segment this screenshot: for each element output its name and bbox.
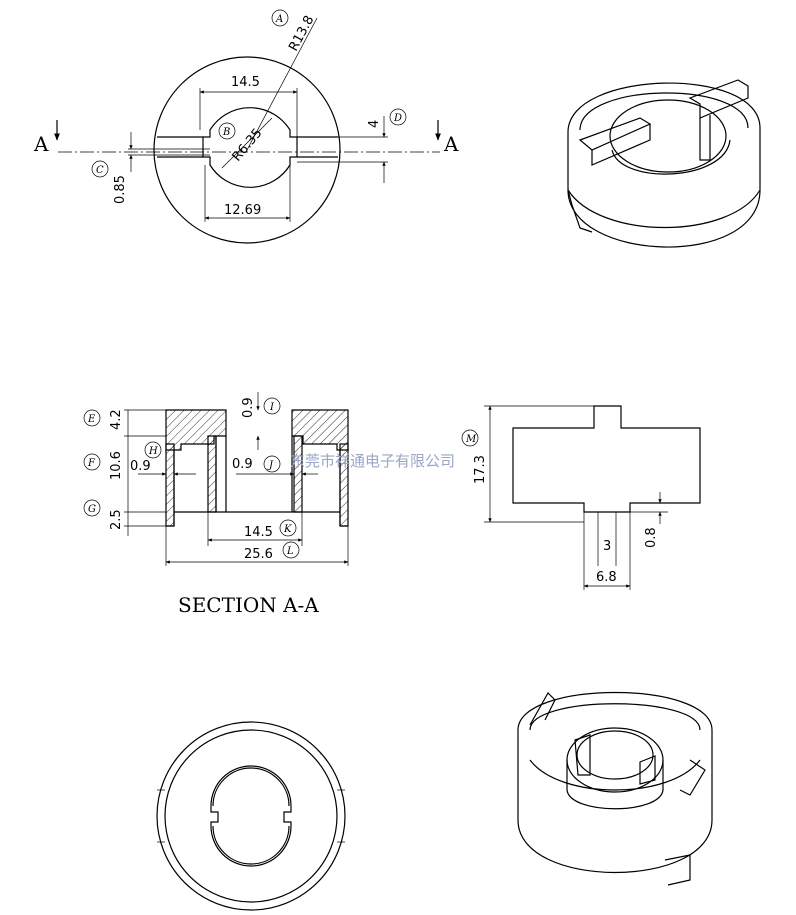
section-mark-left: A bbox=[33, 132, 49, 156]
side-height-label: 17.3 bbox=[473, 455, 488, 484]
left-wall-label: 0.9 bbox=[130, 459, 151, 474]
bottom-width-label: 12.69 bbox=[224, 203, 261, 218]
right-wall-label: 0.9 bbox=[232, 457, 253, 472]
watermark: 东莞市祥通电子有限公司 bbox=[290, 452, 455, 470]
side-view: 17.3 M 3 6.8 0.8 bbox=[461, 405, 701, 590]
slot-height-label: 4 bbox=[367, 120, 382, 128]
top-width-label: 14.5 bbox=[231, 75, 260, 90]
tab-label: 0.9 bbox=[241, 397, 256, 418]
callout-l: L bbox=[286, 546, 294, 557]
callout-d: D bbox=[393, 113, 402, 124]
notch-depth-label: 0.8 bbox=[644, 527, 659, 548]
side-outline bbox=[512, 405, 701, 513]
hatched-wall bbox=[207, 435, 217, 513]
outer-radius-label: R13.8 bbox=[286, 13, 317, 54]
callout-a: A bbox=[275, 14, 283, 25]
hatched-block bbox=[165, 409, 227, 451]
top-view: A A 14.5 12.69 R13.8 A R6.35 B 4 D bbox=[33, 9, 459, 244]
section-mark-right: A bbox=[443, 132, 459, 156]
callout-g: G bbox=[88, 504, 96, 515]
inner-width-label: 14.5 bbox=[244, 525, 273, 540]
hatched-wall bbox=[293, 435, 303, 513]
hatched-wall bbox=[165, 443, 175, 527]
top-height-label: 4.2 bbox=[109, 409, 124, 430]
bot-height-label: 2.5 bbox=[109, 509, 124, 530]
callout-k: K bbox=[283, 524, 292, 535]
callout-h: H bbox=[148, 446, 158, 457]
callout-f: F bbox=[87, 458, 96, 469]
outer-width-label: 25.6 bbox=[244, 547, 273, 562]
bottom-outer-ring bbox=[156, 721, 346, 911]
callout-b: B bbox=[222, 127, 230, 138]
outer-ring bbox=[153, 56, 341, 244]
notch-span-label: 6.8 bbox=[596, 570, 617, 585]
bottom-bore bbox=[210, 765, 292, 867]
gap-label: 0.85 bbox=[113, 175, 128, 204]
iso-view-bottom bbox=[517, 691, 713, 886]
mid-height-label: 10.6 bbox=[109, 451, 124, 480]
callout-c: C bbox=[96, 165, 104, 176]
section-title: SECTION A-A bbox=[178, 593, 319, 617]
callout-j: J bbox=[267, 460, 274, 471]
notch-width-label: 3 bbox=[603, 539, 611, 554]
callout-e: E bbox=[87, 414, 96, 425]
section-view: 4.2 10.6 2.5 E F G 0.9 H 0.9 I 0.9 J 14.… bbox=[83, 392, 349, 617]
callout-i: I bbox=[269, 402, 275, 413]
iso-view-top bbox=[567, 79, 761, 248]
bottom-view bbox=[156, 721, 346, 911]
callout-m: M bbox=[465, 434, 477, 445]
